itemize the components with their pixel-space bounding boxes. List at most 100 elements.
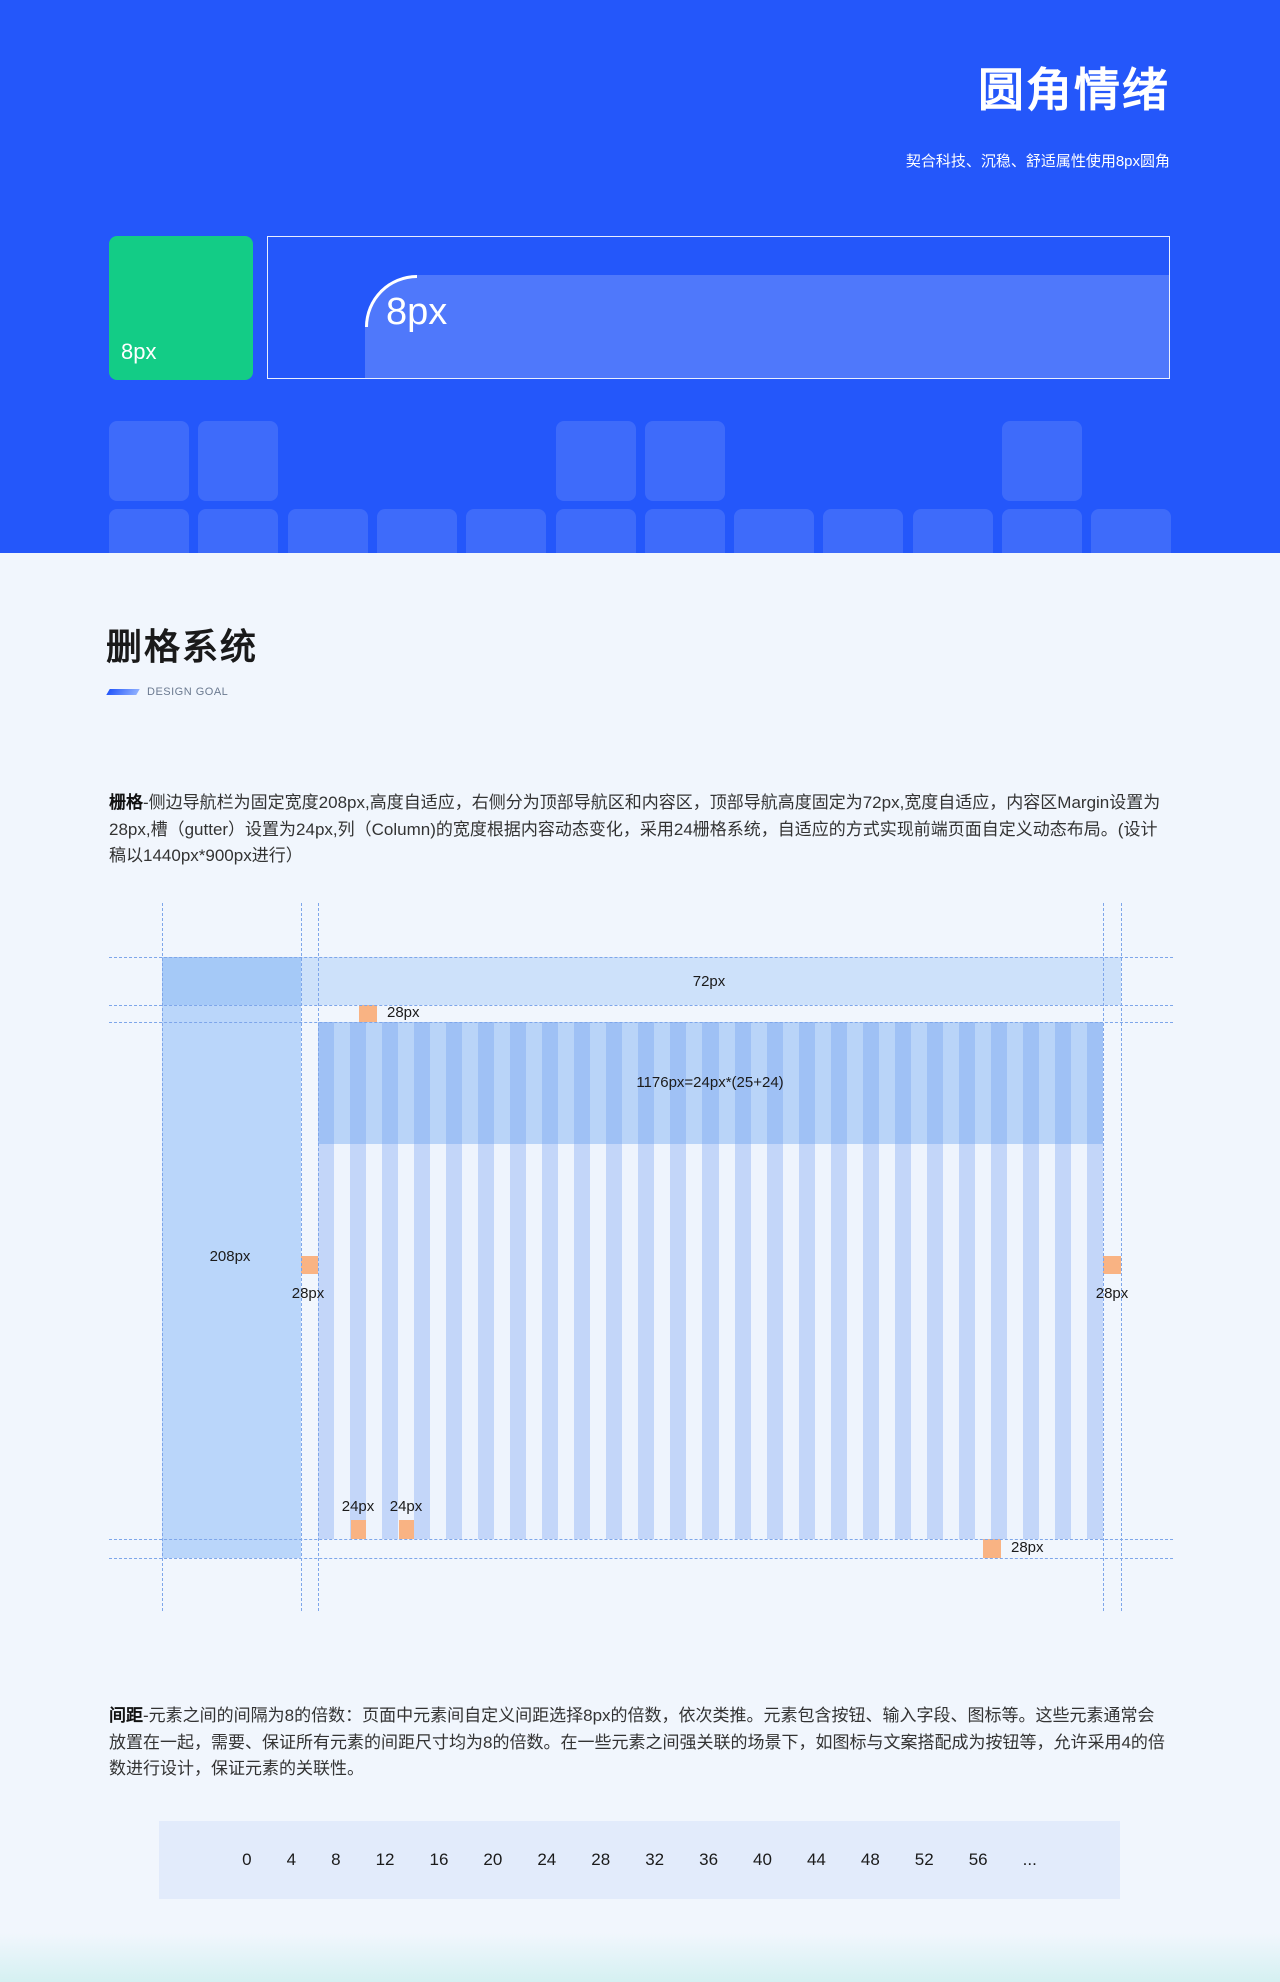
grid-column	[862, 1022, 879, 1539]
header-tile	[734, 509, 814, 553]
spacing-description-term: 间距	[109, 1706, 143, 1725]
header-title: 圆角情绪	[978, 63, 1170, 117]
grid-column	[446, 1022, 463, 1539]
guide-vertical	[301, 903, 302, 1611]
grid-description-text: -侧边导航栏为固定宽度208px,高度自适应，右侧分为顶部导航区和内容区，顶部导…	[109, 793, 1161, 865]
bottom-glow	[0, 1933, 1280, 1982]
spacing-value-1: 4	[286, 1850, 297, 1869]
right-margin-marker	[1103, 1256, 1121, 1274]
grid-description-term: 栅格	[109, 793, 143, 812]
spacing-value-6: 24	[537, 1850, 557, 1869]
top-margin-label: 28px	[387, 1004, 420, 1021]
header-tile	[288, 509, 368, 553]
header-tile	[645, 421, 725, 501]
header-tile	[109, 509, 189, 553]
column-width-label: 24px	[341, 1498, 375, 1515]
header-tile	[466, 509, 546, 553]
header-tile	[556, 509, 636, 553]
column-width-marker	[351, 1520, 366, 1539]
header-subtitle: 契合科技、沉稳、舒适属性使用8px圆角	[905, 153, 1170, 170]
guide-vertical	[162, 903, 163, 1611]
grid-column	[382, 1022, 399, 1539]
spacing-value-2: 8	[331, 1850, 341, 1869]
spacing-value-13: 52	[914, 1850, 934, 1869]
grid-column	[318, 1022, 335, 1539]
grid-layout-diagram: 72px 28px 1176px=24px*(25+24) 208px 28px…	[109, 903, 1173, 1611]
diagram-sidebar-header	[162, 957, 301, 1005]
spacing-value-0: 0	[242, 1850, 252, 1869]
diagram-top-nav	[301, 957, 1121, 1005]
guide-vertical	[1103, 903, 1104, 1611]
spacing-value-15: ...	[1022, 1850, 1037, 1869]
spacing-value-11: 44	[806, 1850, 826, 1869]
header-tile	[1002, 421, 1082, 501]
grid-column	[830, 1022, 847, 1539]
header-tile	[198, 509, 278, 553]
header-tile	[556, 421, 636, 501]
grid-column	[926, 1022, 943, 1539]
grid-column	[766, 1022, 783, 1539]
grid-column	[542, 1022, 559, 1539]
guide-horizontal	[109, 1005, 1173, 1006]
grid-description: 栅格-侧边导航栏为固定宽度208px,高度自适应，右侧分为顶部导航区和内容区，顶…	[109, 790, 1170, 870]
header-tile	[109, 421, 189, 501]
diagram-content-highlight	[318, 1022, 1103, 1144]
grid-column	[1086, 1022, 1103, 1539]
grid-column	[958, 1022, 975, 1539]
grid-column	[510, 1022, 527, 1539]
header-tile	[645, 509, 725, 553]
guide-horizontal	[109, 1558, 1173, 1559]
right-margin-label: 28px	[1095, 1285, 1129, 1302]
header-tile	[377, 509, 457, 553]
header-banner: 圆角情绪 契合科技、沉稳、舒适属性使用8px圆角 8px 8px	[0, 0, 1280, 553]
bottom-margin-label: 28px	[1011, 1539, 1044, 1556]
radius-detail-label: 8px	[386, 291, 448, 333]
radius-sample-green: 8px	[109, 236, 253, 380]
grid-column	[638, 1022, 655, 1539]
top-margin-marker	[359, 1005, 377, 1022]
content-width-label: 1176px=24px*(25+24)	[636, 1074, 784, 1091]
grid-column	[1054, 1022, 1071, 1539]
guide-vertical	[318, 903, 319, 1611]
guide-vertical	[1121, 903, 1122, 1611]
top-nav-label: 72px	[692, 973, 726, 990]
design-goal-bar	[106, 689, 140, 695]
gutter-width-label: 24px	[389, 1498, 423, 1515]
header-tile	[823, 509, 903, 553]
sidebar-width-label: 208px	[209, 1248, 251, 1265]
grid-column	[798, 1022, 815, 1539]
grid-column	[606, 1022, 623, 1539]
grid-column	[478, 1022, 495, 1539]
spacing-value-8: 32	[645, 1850, 665, 1869]
spacing-value-14: 56	[968, 1850, 988, 1869]
guide-horizontal	[109, 957, 1173, 958]
grid-column	[894, 1022, 911, 1539]
grid-column	[574, 1022, 591, 1539]
diagram-sidebar	[162, 957, 301, 1558]
header-tile	[913, 509, 993, 553]
spacing-value-9: 36	[699, 1850, 719, 1869]
header-tile	[1091, 509, 1171, 553]
radius-sample-label: 8px	[121, 339, 157, 364]
grid-column	[1022, 1022, 1039, 1539]
spacing-value-5: 20	[483, 1850, 503, 1869]
header-tile	[198, 421, 278, 501]
diagram-content-area	[318, 1022, 1103, 1539]
spacing-value-4: 16	[429, 1850, 449, 1869]
section-title: 删格系统	[106, 627, 259, 668]
grid-column	[702, 1022, 719, 1539]
spacing-value-7: 28	[591, 1850, 611, 1869]
grid-column	[990, 1022, 1007, 1539]
guide-horizontal	[109, 1022, 1173, 1023]
guide-horizontal	[109, 1539, 1173, 1540]
bottom-margin-marker	[983, 1539, 1001, 1558]
spacing-description: 间距-元素之间的间隔为8的倍数：页面中元素间自定义间距选择8px的倍数，依次类推…	[109, 1703, 1170, 1783]
header-tile	[1002, 509, 1082, 553]
grid-column	[414, 1022, 431, 1539]
radius-detail-frame: 8px	[267, 236, 1170, 379]
grid-column	[734, 1022, 751, 1539]
spacing-value-10: 40	[753, 1850, 772, 1869]
grid-column	[670, 1022, 687, 1539]
gutter-width-marker	[399, 1520, 414, 1539]
grid-column	[350, 1022, 367, 1539]
